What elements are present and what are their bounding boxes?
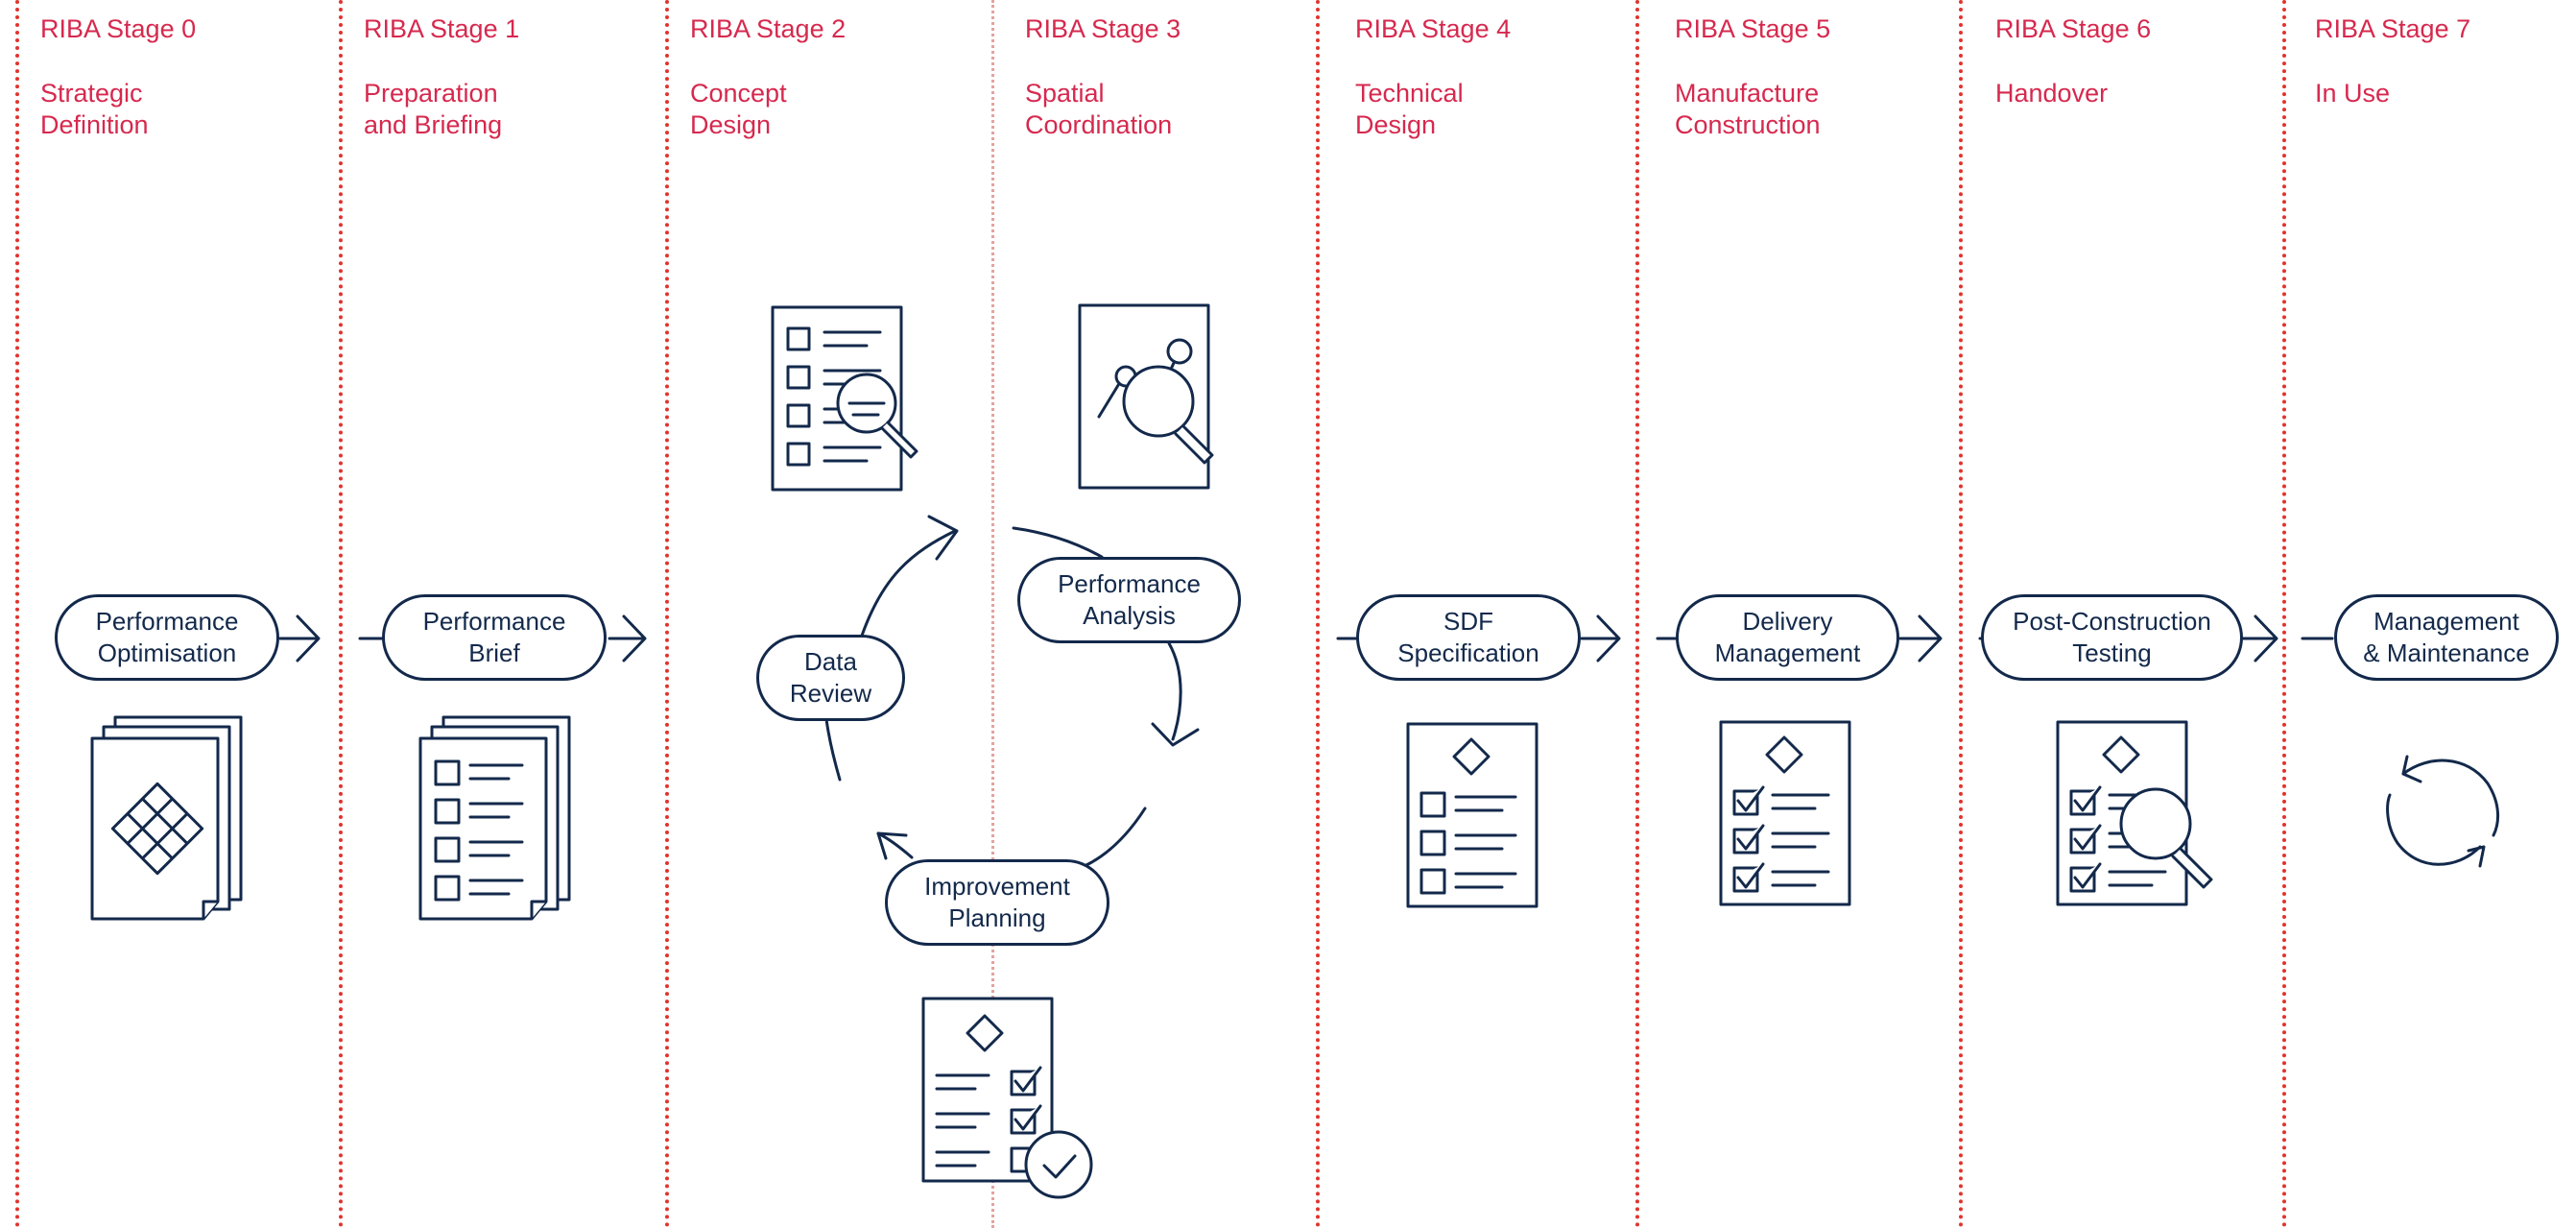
stage-divider xyxy=(665,0,669,1228)
process-performance-brief: Performance Brief xyxy=(382,594,607,681)
checked-document-magnifier-icon xyxy=(2056,720,2213,906)
stage-name: Technical Design xyxy=(1355,79,1464,139)
stage-header-4: RIBA Stage 4 Technical Design xyxy=(1355,13,1511,141)
stage-divider xyxy=(339,0,343,1228)
approved-document-icon xyxy=(921,997,1093,1199)
stacked-grid-document-icon xyxy=(90,715,243,921)
stage-header-7: RIBA Stage 7 In Use xyxy=(2315,13,2470,109)
stage-header-6: RIBA Stage 6 Handover xyxy=(1995,13,2151,109)
stage-name: Strategic Definition xyxy=(40,79,149,139)
stage-divider xyxy=(15,0,19,1228)
stage-number: RIBA Stage 7 xyxy=(2315,14,2471,43)
refresh-cycle-icon xyxy=(2386,755,2499,868)
process-performance-analysis: Performance Analysis xyxy=(1017,557,1241,643)
process-data-review: Data Review xyxy=(756,635,905,721)
checklist-magnifier-icon xyxy=(771,305,918,492)
process-management-maintenance: Management & Maintenance xyxy=(2334,594,2559,681)
stage-name: Manufacture Construction xyxy=(1675,79,1821,139)
specification-document-icon xyxy=(1406,722,1538,908)
stage-header-0: RIBA Stage 0 Strategic Definition xyxy=(40,13,196,141)
process-delivery-management: Delivery Management xyxy=(1676,594,1899,681)
process-post-construction-testing: Post-Construction Testing xyxy=(1981,594,2243,681)
process-sdf-specification: SDF Specification xyxy=(1356,594,1581,681)
stage-name: Preparation and Briefing xyxy=(364,79,503,139)
stage-number: RIBA Stage 1 xyxy=(364,14,520,43)
stage-number: RIBA Stage 4 xyxy=(1355,14,1512,43)
stage-divider xyxy=(1316,0,1320,1228)
stage-divider xyxy=(991,0,994,1228)
stage-number: RIBA Stage 3 xyxy=(1025,14,1181,43)
stage-header-1: RIBA Stage 1 Preparation and Briefing xyxy=(364,13,519,141)
stage-name: Concept Design xyxy=(690,79,787,139)
process-improvement-planning: Improvement Planning xyxy=(885,859,1109,946)
stage-name: Spatial Coordination xyxy=(1025,79,1173,139)
stacked-checklist-document-icon xyxy=(418,715,571,921)
stage-number: RIBA Stage 0 xyxy=(40,14,197,43)
analysis-magnifier-icon xyxy=(1078,303,1214,490)
stage-number: RIBA Stage 5 xyxy=(1675,14,1831,43)
stage-divider xyxy=(2282,0,2286,1228)
stage-name: Handover xyxy=(1995,79,2109,108)
stage-number: RIBA Stage 2 xyxy=(690,14,847,43)
stage-divider xyxy=(1635,0,1639,1228)
stage-number: RIBA Stage 6 xyxy=(1995,14,2152,43)
process-performance-optimisation: Performance Optimisation xyxy=(55,594,279,681)
stage-header-3: RIBA Stage 3 Spatial Coordination xyxy=(1025,13,1181,141)
stage-header-2: RIBA Stage 2 Concept Design xyxy=(690,13,846,141)
stage-header-5: RIBA Stage 5 Manufacture Construction xyxy=(1675,13,1830,141)
stage-divider xyxy=(1959,0,1963,1228)
checked-document-icon xyxy=(1719,720,1851,906)
stage-name: In Use xyxy=(2315,79,2391,108)
